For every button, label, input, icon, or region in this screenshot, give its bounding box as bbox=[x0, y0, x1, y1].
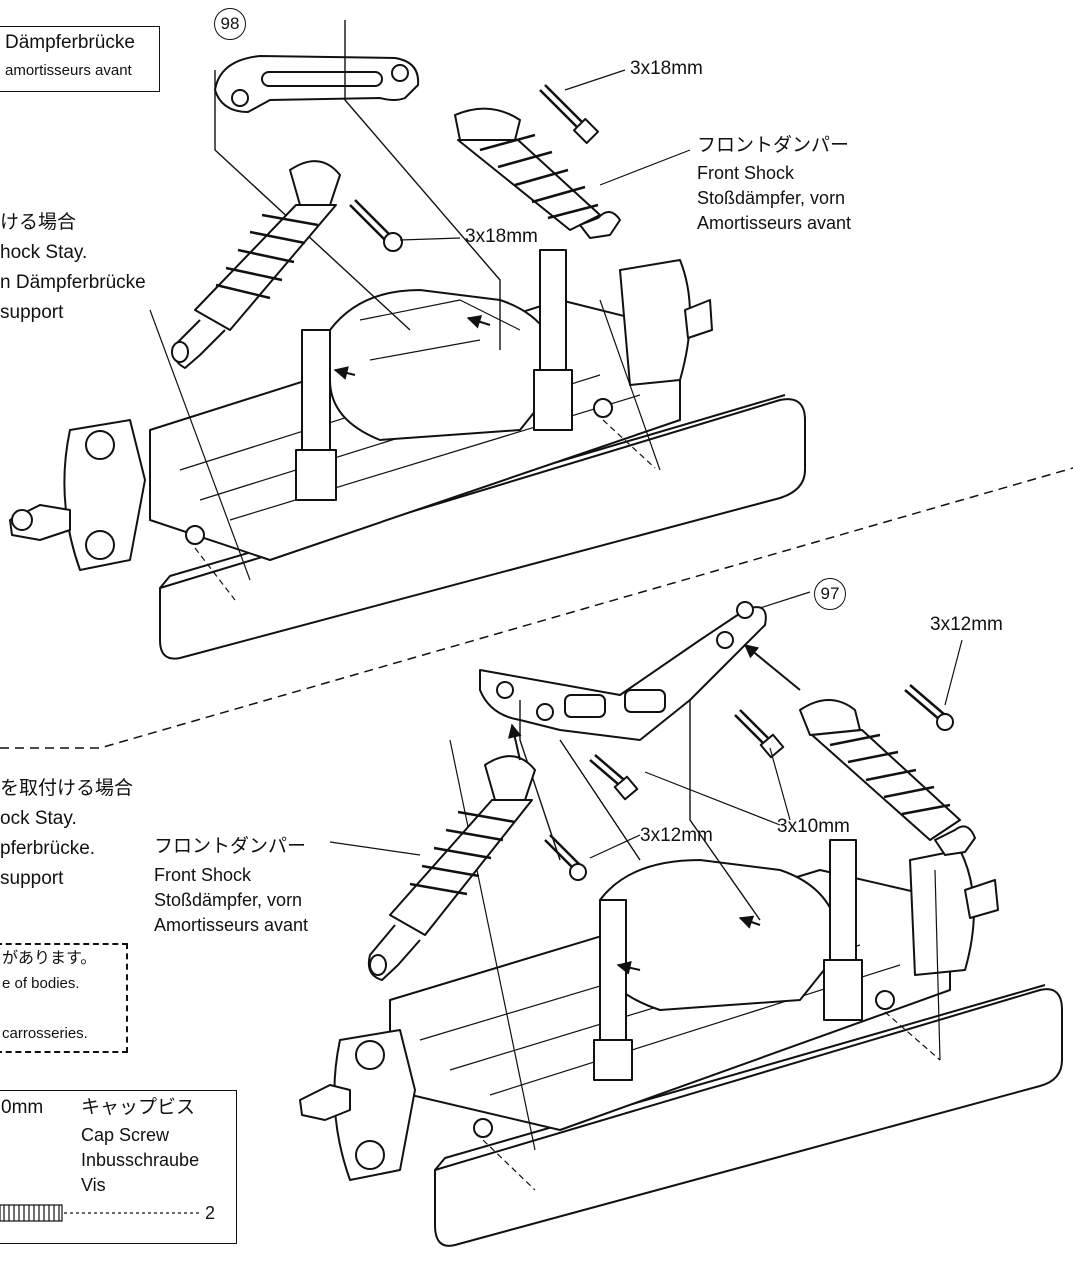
parts-quantity: 2 bbox=[205, 1203, 216, 1223]
front-shock-upper-de: Stoßdämpfer, vorn bbox=[697, 188, 846, 208]
note-box: があります。 e of bodies. carrosseries. bbox=[0, 943, 128, 1053]
upper-caption-jp: ける場合 bbox=[0, 211, 77, 233]
lower-caption-fr: support bbox=[0, 868, 64, 889]
shock-stay-label-box: Dämpferbrücke amortisseurs avant bbox=[0, 26, 160, 92]
lower-bumper bbox=[434, 988, 1063, 1247]
lower-caption-jp: を取付ける場合 bbox=[0, 777, 134, 799]
front-shock-upper-jp: フロントダンパー bbox=[697, 134, 850, 156]
parts-name-de: Inbusschraube bbox=[81, 1150, 200, 1170]
upper-caption-de: n Dämpferbrücke bbox=[0, 272, 146, 293]
front-shock-lower-de: Stoßdämpfer, vorn bbox=[154, 890, 303, 910]
front-shock-upper-fr: Amortisseurs avant bbox=[697, 213, 852, 233]
lower-left-hub bbox=[333, 1029, 416, 1181]
upper-caption-fr: support bbox=[0, 302, 64, 323]
part-number-97: 97 bbox=[814, 578, 846, 610]
lower-gearbox bbox=[599, 859, 841, 1011]
front-shock-lower-fr: Amortisseurs avant bbox=[154, 915, 309, 935]
upper-assembly bbox=[9, 20, 806, 660]
note-line-fr: carrosseries. bbox=[2, 1025, 88, 1042]
lower-right-hub bbox=[909, 849, 975, 976]
upper-right-screw bbox=[539, 84, 586, 131]
upper-right-hub bbox=[619, 259, 691, 386]
screw-label-lower-mid: 3x10mm bbox=[777, 816, 850, 837]
option-divider bbox=[0, 467, 1073, 749]
upper-right-shock bbox=[454, 107, 621, 239]
front-shock-lower-en: Front Shock bbox=[154, 865, 252, 885]
parts-box: 0mm キャップビス Cap Screw Inbusschraube Vis 2 bbox=[0, 1090, 237, 1244]
shock-stay-label-fr: amortisseurs avant bbox=[5, 62, 132, 79]
lower-shock-stay bbox=[479, 606, 767, 741]
screw-label-lower-right: 3x12mm bbox=[930, 614, 1003, 635]
parts-name-jp: キャップビス bbox=[81, 1096, 196, 1118]
lower-left-screw bbox=[544, 834, 581, 871]
note-line-jp: があります。 bbox=[2, 948, 97, 967]
screw-label-upper-right: 3x18mm bbox=[630, 58, 703, 79]
screw-label-lower-left: 3x12mm bbox=[640, 825, 713, 846]
lower-right-screw bbox=[904, 684, 946, 721]
upper-bumper bbox=[159, 398, 806, 660]
lower-mid-screw-2 bbox=[734, 709, 771, 746]
shock-stay-label-de: Dämpferbrücke bbox=[5, 32, 135, 53]
upper-caption-en: hock Stay. bbox=[0, 242, 88, 263]
upper-left-shock bbox=[171, 160, 341, 369]
screw-label-upper-mid: 3x18mm bbox=[465, 226, 538, 247]
upper-mid-screw bbox=[349, 199, 391, 241]
part-number-98: 98 bbox=[214, 8, 246, 40]
lower-left-shock bbox=[367, 755, 536, 981]
parts-screw-illustration bbox=[0, 1204, 200, 1222]
parts-size: 0mm bbox=[1, 1097, 44, 1118]
note-line-en: e of bodies. bbox=[2, 975, 80, 992]
front-shock-lower-jp: フロントダンパー bbox=[154, 835, 307, 857]
parts-name-en: Cap Screw bbox=[81, 1125, 170, 1145]
front-shock-upper-en: Front Shock bbox=[697, 163, 795, 183]
lower-caption-en: ock Stay. bbox=[0, 808, 77, 829]
lower-right-shock bbox=[799, 699, 976, 856]
upper-gearbox bbox=[329, 289, 561, 441]
lower-caption-de: pferbrücke. bbox=[0, 838, 96, 859]
parts-name-fr: Vis bbox=[81, 1175, 106, 1195]
lower-assembly bbox=[299, 591, 1063, 1247]
